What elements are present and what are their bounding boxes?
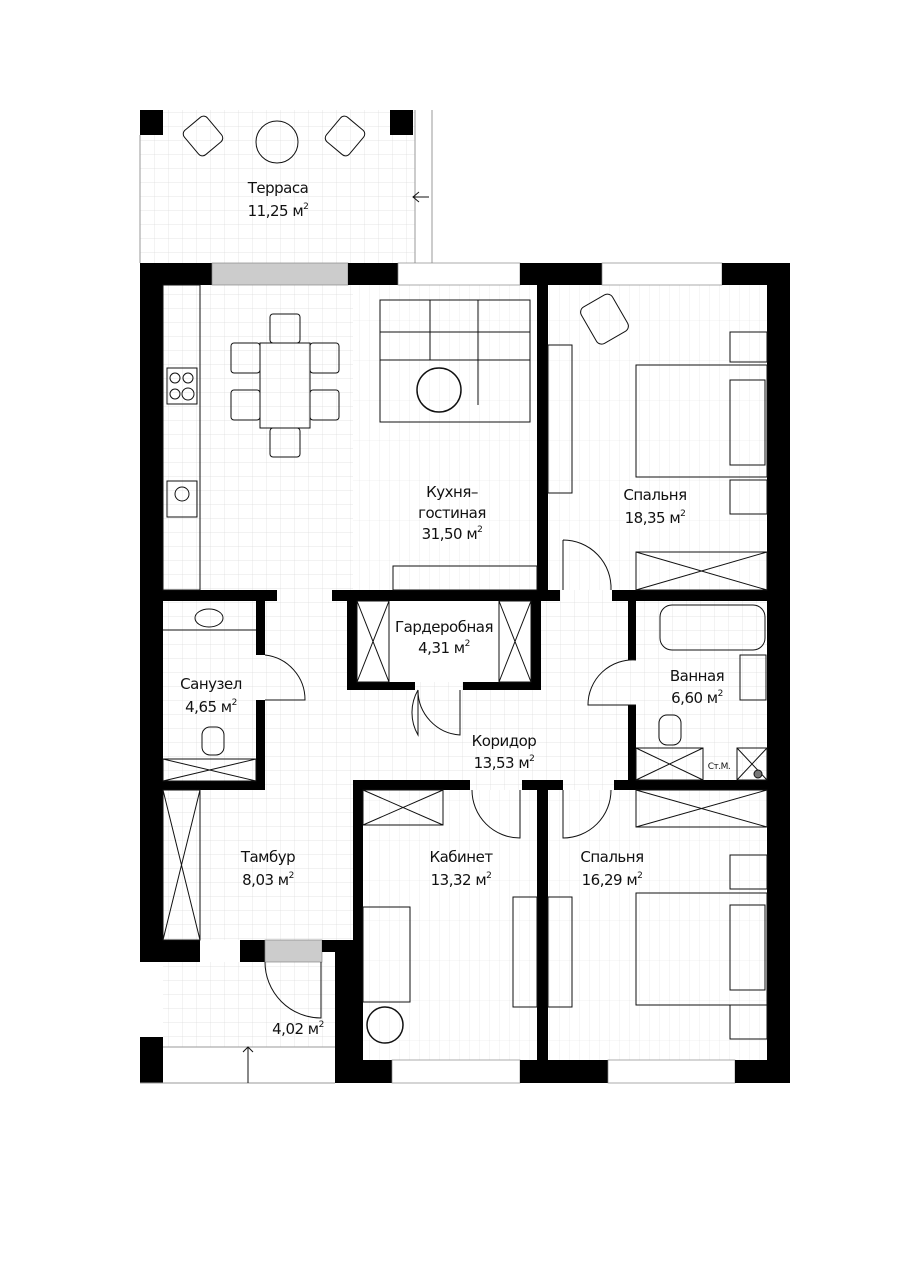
room-area: 4,02 м2 [272,1020,324,1038]
kitchen-counter [162,284,201,591]
terrace [139,110,433,263]
room-area: 13,53 м2 [474,754,535,772]
room-area: 18,35 м2 [625,509,686,527]
terrace-chair [324,115,366,157]
room-name: гостиная [418,504,486,522]
room-name: Спальня [580,848,643,866]
walls [140,262,790,1084]
sofa [379,299,531,423]
wardrobe-bedroom1 [547,344,573,494]
room-area: 13,32 м2 [431,871,492,889]
tv-stand [392,565,538,591]
bedroom1-floor [548,285,767,590]
sink [166,480,198,518]
office-floor [363,790,537,1060]
room-area: 6,60 м2 [671,689,723,707]
living-floor [353,285,537,590]
room-name: Коридор [472,732,537,750]
bed-2 [635,892,768,1006]
room-area: 11,25 м2 [248,202,309,220]
room-area: 31,50 м2 [422,525,483,543]
room-area: 4,65 м2 [185,698,237,716]
coffee-table [416,367,462,413]
vestibule-floor [163,962,335,1047]
room-area: 16,29 м2 [582,871,643,889]
hob [166,367,198,405]
room-labels: Терраса 11,25 м2 Кухня– гостиная 31,50 м… [180,179,731,1038]
washbasin [194,608,224,628]
washing-machine-label: Ст.М. [708,762,731,772]
room-name: Гардеробная [395,618,493,636]
doors [264,539,637,1019]
room-area: 8,03 м2 [242,871,294,889]
toilet-2 [658,714,682,746]
room-name: Кабинет [429,848,493,866]
room-name: Тамбур [240,848,295,866]
room-name: Спальня [623,486,686,504]
bed-1 [635,364,768,478]
terrace-chair [182,115,224,157]
toilet-1 [201,726,225,756]
room-name: Санузел [180,675,242,693]
terrace-table [255,120,299,164]
room-name: Терраса [247,179,309,197]
bathtub [659,604,766,651]
tambur-floor [163,790,353,940]
furniture [162,284,768,1044]
bedroom2-floor [548,790,767,1060]
room-area: 4,31 м2 [418,639,470,657]
desk [512,896,538,1008]
wardrobe-floor [357,601,541,682]
terrace-floor [140,110,415,263]
armchair [362,906,411,1003]
room-name: Ванная [670,667,724,685]
kitchen-floor [163,285,353,590]
room-name: Кухня– [426,483,478,501]
